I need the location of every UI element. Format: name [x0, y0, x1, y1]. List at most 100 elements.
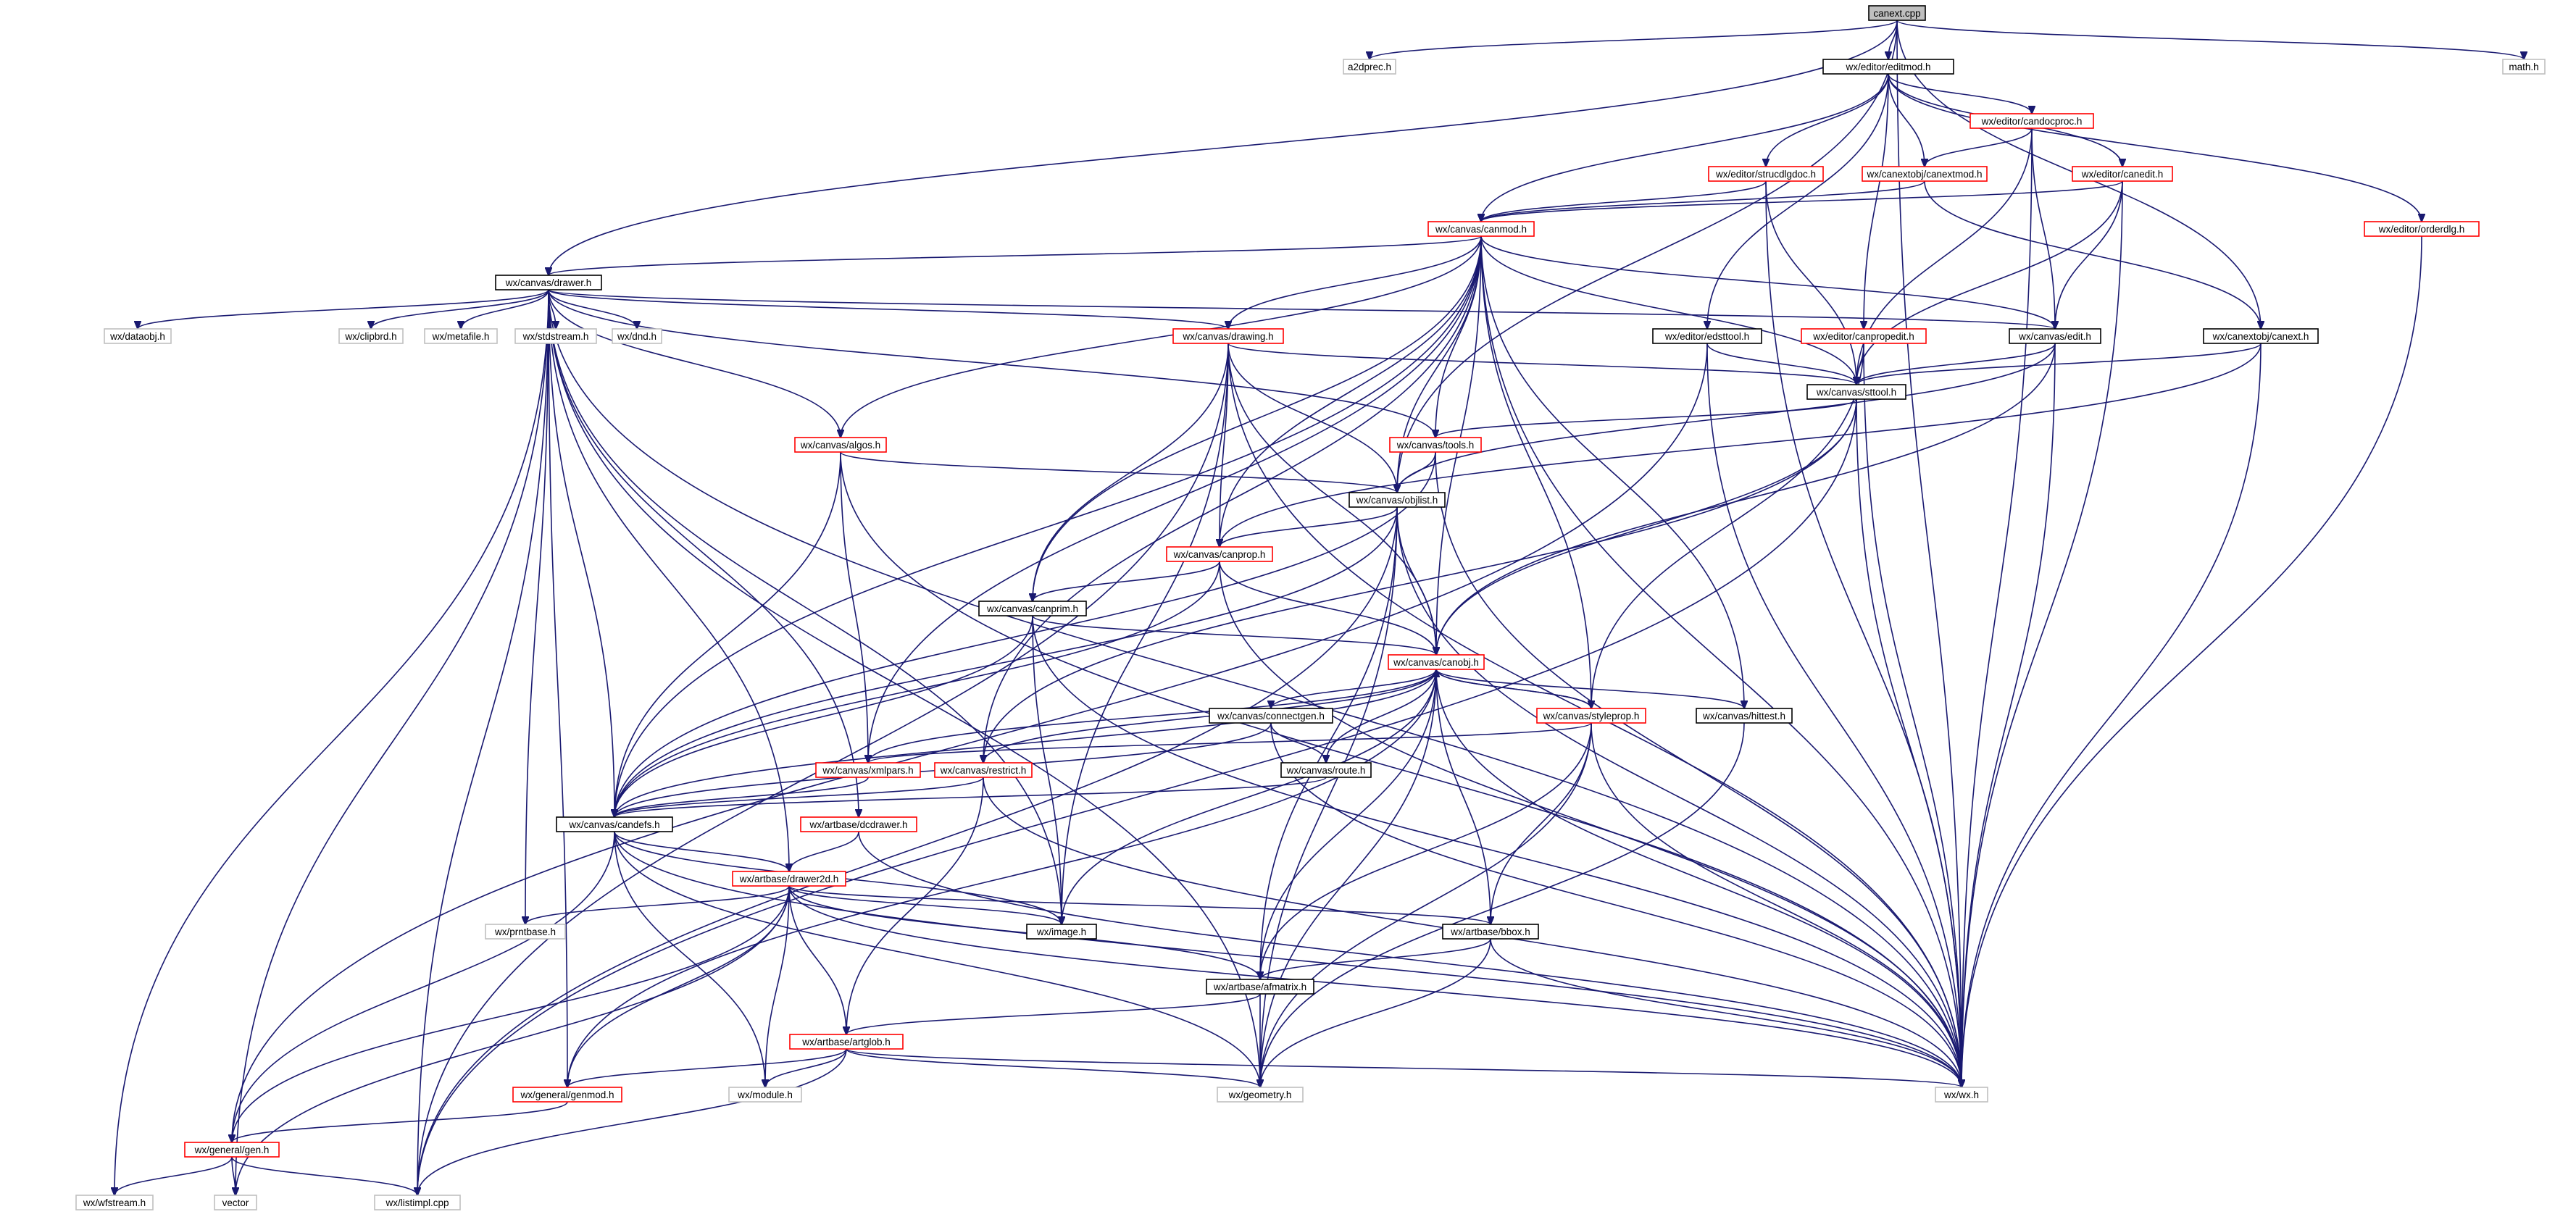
node-label: wx/dataobj.h	[109, 331, 165, 342]
node-listimpl-cpp: wx/listimpl.cpp	[374, 1195, 461, 1210]
node-wx-h: wx/wx.h	[1935, 1087, 1988, 1103]
node-canpropedit-h[interactable]: wx/editor/canpropedit.h	[1801, 328, 1927, 344]
node-prntbase-h: wx/prntbase.h	[485, 924, 566, 940]
edge-canmod_h-to-algos_h	[841, 235, 1482, 438]
node-canext-cpp[interactable]: canext.cpp	[1868, 5, 1926, 21]
node-label: wx/canvas/hittest.h	[1702, 711, 1785, 722]
node-hittest-h[interactable]: wx/canvas/hittest.h	[1696, 708, 1793, 724]
node-restrict-h[interactable]: wx/canvas/restrict.h	[934, 762, 1033, 778]
node-edsttool-h[interactable]: wx/editor/edsttool.h	[1652, 328, 1762, 344]
edge-sttool_h-to-tools_h	[1435, 398, 1857, 438]
edge-candefs_h-to-gen_h	[232, 831, 615, 1142]
node-box	[75, 1195, 154, 1210]
node-canext-h[interactable]: wx/canextobj/canext.h	[2203, 328, 2319, 344]
node-edit-h[interactable]: wx/canvas/edit.h	[2009, 328, 2101, 344]
node-label: wx/canvas/canprim.h	[986, 603, 1078, 614]
node-canmod-h[interactable]: wx/canvas/canmod.h	[1427, 221, 1535, 237]
node-candefs-h[interactable]: wx/canvas/candefs.h	[556, 816, 673, 832]
edge-route_h-to-candefs_h	[614, 777, 1327, 817]
node-box	[485, 924, 566, 940]
node-orderdlg-h[interactable]: wx/editor/orderdlg.h	[2364, 221, 2480, 237]
node-sttool-h[interactable]: wx/canvas/sttool.h	[1806, 384, 1906, 400]
edge-canedit_h-to-wx_h	[1962, 180, 2123, 1087]
edge-canmod_h-to-drawing_h	[1228, 235, 1482, 329]
edge-gen_h-to-wfstream_h	[114, 1156, 233, 1195]
edge-drawer_h-to-geometry_h	[548, 289, 1260, 1087]
edge-drawer2d_h-to-module_h	[765, 885, 790, 1087]
node-drawer2d-h[interactable]: wx/artbase/drawer2d.h	[732, 871, 846, 887]
node-label: wx/canvas/connectgen.h	[1217, 711, 1325, 722]
node-box	[1652, 328, 1762, 344]
edge-hittest_h-to-geometry_h	[1260, 722, 1745, 1087]
node-artglob-h[interactable]: wx/artbase/artglob.h	[789, 1034, 904, 1050]
node-label: wx/editor/orderdlg.h	[2378, 224, 2465, 235]
node-label: wx/canvas/drawer.h	[505, 277, 592, 288]
edge-artglob_h-to-wx_h	[846, 1048, 1962, 1087]
node-label: wx/clipbrd.h	[344, 331, 396, 342]
node-objlist-h[interactable]: wx/canvas/objlist.h	[1349, 492, 1446, 508]
edge-canprim_h-to-candefs_h	[614, 615, 1033, 817]
node-box	[732, 871, 846, 887]
node-gen-h[interactable]: wx/general/gen.h	[184, 1142, 280, 1158]
node-strucdg-h[interactable]: wx/editor/strucdlgdoc.h	[1708, 166, 1824, 182]
edge-algos_h-to-objlist_h	[840, 451, 1397, 493]
node-label: canext.cpp	[1873, 8, 1920, 19]
node-label: wx/canvas/canobj.h	[1393, 657, 1479, 668]
node-route-h[interactable]: wx/canvas/route.h	[1280, 762, 1372, 778]
edge-editmod_h-to-strucdg_h	[1766, 73, 1889, 167]
node-label: wx/wx.h	[1943, 1090, 1979, 1100]
node-drawer-h[interactable]: wx/canvas/drawer.h	[495, 275, 602, 290]
node-editmod-h[interactable]: wx/editor/editmod.h	[1822, 59, 1954, 75]
node-box	[1209, 708, 1333, 724]
node-canedit-h[interactable]: wx/editor/canedit.h	[2072, 166, 2173, 182]
node-tools-h[interactable]: wx/canvas/tools.h	[1389, 437, 1482, 453]
node-genmod-h[interactable]: wx/general/genmod.h	[512, 1087, 622, 1103]
edge-candoc_h-to-canextmod_h	[1925, 127, 2033, 167]
edge-drawer_h-to-prntbase_h	[525, 289, 549, 924]
node-afmatrix-h[interactable]: wx/artbase/afmatrix.h	[1206, 979, 1314, 995]
node-canextmod-h[interactable]: wx/canextobj/canextmod.h	[1862, 166, 1988, 182]
edge-drawer_h-to-dnd_h	[548, 289, 637, 329]
node-stdstream-h: wx/stdstream.h	[514, 328, 597, 344]
edge-canext_h-to-canprop_h	[1220, 343, 2262, 547]
node-image-h[interactable]: wx/image.h	[1026, 924, 1097, 940]
node-label: wx/canvas/edit.h	[2018, 331, 2091, 342]
node-xmlpars-h[interactable]: wx/canvas/xmlpars.h	[815, 762, 921, 778]
node-label: wx/canvas/restrict.h	[940, 765, 1027, 776]
node-label: wx/artbase/dcdrawer.h	[809, 819, 907, 830]
edge-tools_h-to-objlist_h	[1397, 451, 1436, 493]
node-candoc-h[interactable]: wx/editor/candocproc.h	[1969, 113, 2094, 129]
edge-objlist_h-to-wx_h	[1396, 506, 1962, 1087]
node-box	[1822, 59, 1954, 75]
edge-canobj_h-to-wx_h	[1435, 669, 1962, 1087]
node-connectgen-h[interactable]: wx/canvas/connectgen.h	[1209, 708, 1333, 724]
node-module-h: wx/module.h	[728, 1087, 802, 1103]
node-canprop-h[interactable]: wx/canvas/canprop.h	[1166, 546, 1273, 562]
edge-objlist_h-to-afmatrix_h	[1260, 506, 1398, 979]
edge-styleprop_h-to-canobj_h	[1436, 669, 1592, 709]
node-label: wx/editor/canedit.h	[2081, 169, 2164, 180]
edge-canobj_h-to-connectgen_h	[1271, 669, 1437, 708]
node-canobj-h[interactable]: wx/canvas/canobj.h	[1388, 654, 1485, 670]
edge-edit_h-to-sttool_h	[1856, 343, 2056, 385]
node-label: a2dprec.h	[1348, 62, 1391, 72]
edge-connectgen_h-to-route_h	[1270, 722, 1326, 763]
edge-objlist_h-to-geometry_h	[1260, 506, 1398, 1087]
edge-drawer2d_h-to-afmatrix_h	[788, 885, 1260, 979]
node-styleprop-h[interactable]: wx/canvas/styleprop.h	[1536, 708, 1646, 724]
node-algos-h[interactable]: wx/canvas/algos.h	[794, 437, 887, 453]
node-bbox-h[interactable]: wx/artbase/bbox.h	[1442, 924, 1539, 940]
edge-strucdg_h-to-canmod_h	[1481, 180, 1767, 222]
node-dcdrawer-h[interactable]: wx/artbase/dcdrawer.h	[800, 816, 917, 832]
node-label: wx/editor/edsttool.h	[1664, 331, 1749, 342]
edge-styleprop_h-to-afmatrix_h	[1260, 722, 1592, 979]
edge-dcdrawer_h-to-drawer2d_h	[789, 831, 859, 871]
node-drawing-h[interactable]: wx/canvas/drawing.h	[1172, 328, 1284, 344]
edge-gen_h-to-vector	[231, 1156, 235, 1195]
edge-canobj_h-to-hittest_h	[1435, 669, 1744, 708]
node-box	[1389, 437, 1482, 453]
node-label: wx/artbase/bbox.h	[1450, 927, 1530, 937]
node-box	[2009, 328, 2101, 344]
edge-sttool_h-to-restrict_h	[983, 398, 1857, 763]
node-canprim-h[interactable]: wx/canvas/canprim.h	[978, 601, 1087, 616]
